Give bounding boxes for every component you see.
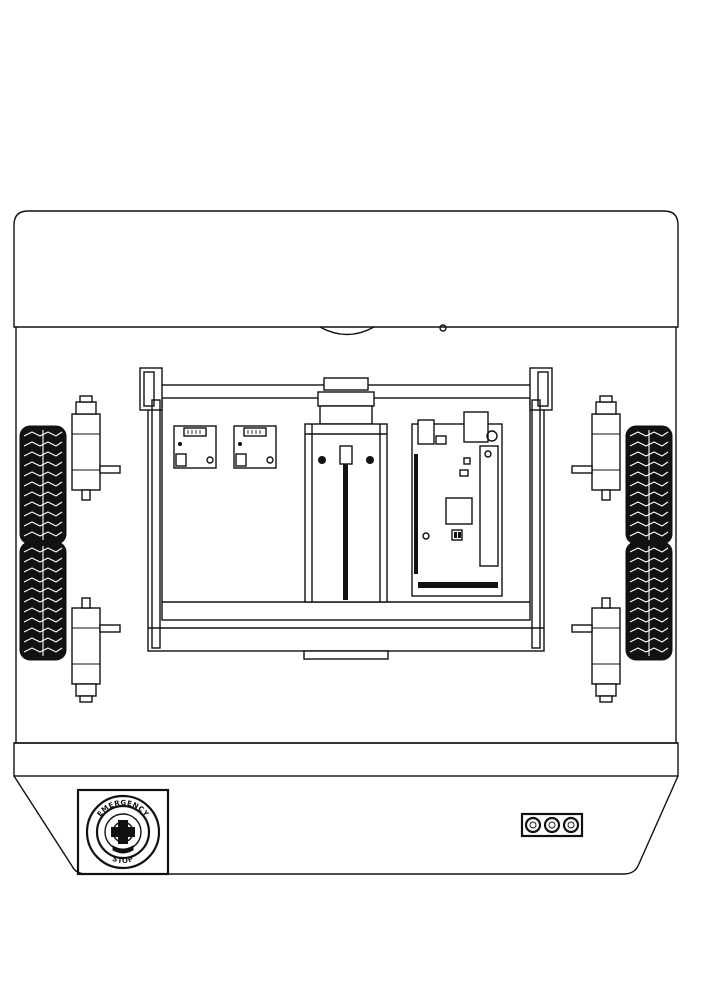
left-rear-wheel: [19, 541, 67, 661]
motor-driver-board-1: [173, 425, 217, 469]
three-pin-connector: [520, 812, 584, 838]
right-front-motor: [571, 395, 621, 501]
right-rear-wheel: [625, 541, 673, 661]
left-front-motor: [71, 395, 121, 501]
microcontroller-board: [411, 411, 503, 597]
right-rear-motor: [571, 597, 621, 703]
chassis-body: [13, 210, 679, 875]
left-front-wheel: [19, 425, 67, 545]
emergency-stop-label-bottom: STOP: [111, 855, 135, 865]
lift-column: [303, 377, 389, 660]
emergency-stop-button[interactable]: EMERGENCY STOP: [76, 788, 170, 876]
motor-driver-board-2: [233, 425, 277, 469]
right-front-wheel: [625, 425, 673, 545]
left-rear-motor: [71, 597, 121, 703]
inner-frame: [139, 367, 553, 652]
